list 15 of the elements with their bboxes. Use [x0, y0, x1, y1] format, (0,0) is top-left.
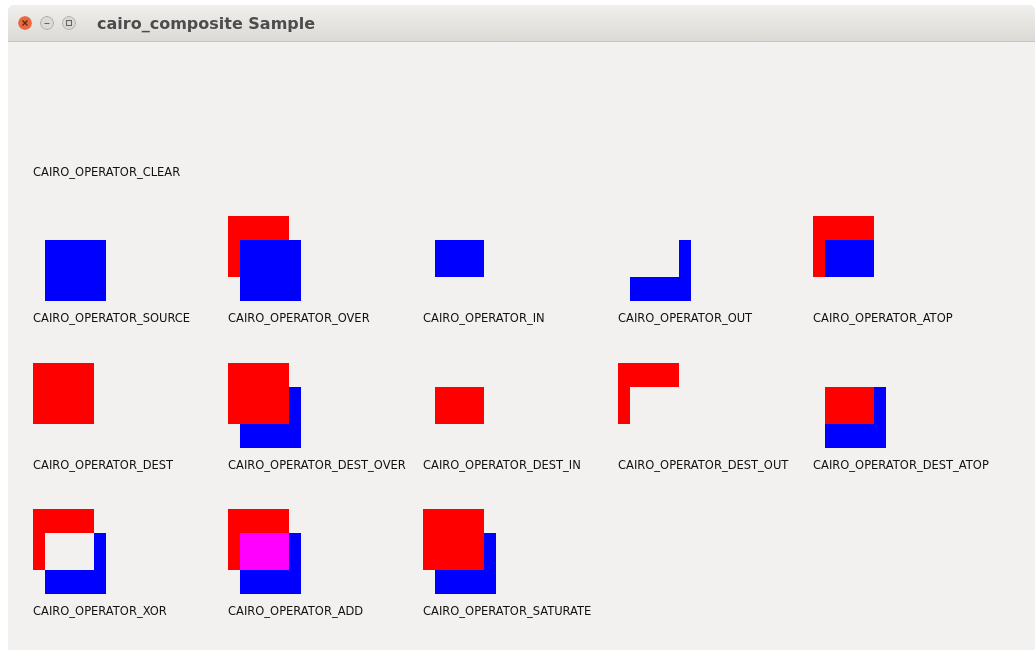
operator-label: CAIRO_OPERATOR_DEST_ATOP: [813, 458, 989, 472]
operator-label: CAIRO_OPERATOR_OVER: [228, 311, 370, 325]
operator-label: CAIRO_OPERATOR_SOURCE: [33, 311, 191, 325]
operator-label: CAIRO_OPERATOR_OUT: [618, 311, 753, 325]
operator-label: CAIRO_OPERATOR_ADD: [228, 604, 364, 618]
operator-label: CAIRO_OPERATOR_SATURATE: [423, 604, 592, 618]
operator-label: CAIRO_OPERATOR_IN: [423, 311, 545, 325]
operator-label: CAIRO_OPERATOR_DEST_IN: [423, 458, 581, 472]
operator-label: CAIRO_OPERATOR_DEST_OVER: [228, 458, 406, 472]
operator-label: CAIRO_OPERATOR_ATOP: [813, 311, 953, 325]
operator-label: CAIRO_OPERATOR_CLEAR: [33, 165, 181, 179]
operator-label: CAIRO_OPERATOR_XOR: [33, 604, 167, 618]
window-title: cairo_composite Sample: [97, 14, 316, 33]
operator-label: CAIRO_OPERATOR_DEST: [33, 458, 174, 472]
operator-label: CAIRO_OPERATOR_DEST_OUT: [618, 458, 789, 472]
